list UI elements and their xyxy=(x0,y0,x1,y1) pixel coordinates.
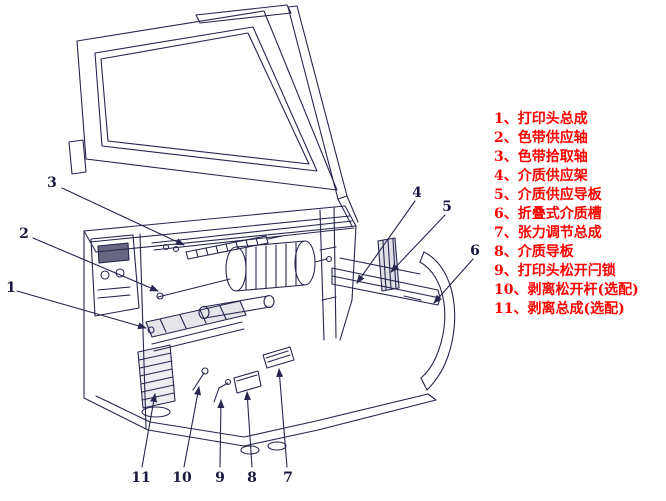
legend-item-5: 5、介质供应导板 xyxy=(494,187,602,203)
callout-8: 8 xyxy=(247,470,257,486)
ribbon-roll xyxy=(225,240,333,292)
callout-7: 7 xyxy=(283,470,293,486)
legend-item-11: 11、剥离总成(选配) xyxy=(494,301,625,317)
callout-5: 5 xyxy=(442,199,452,215)
callout-10: 10 xyxy=(172,470,192,486)
printer-lid xyxy=(68,4,359,227)
callout-1: 1 xyxy=(6,280,16,296)
printer-body xyxy=(83,207,437,455)
legend-item-3: 3、色带拾取轴 xyxy=(494,149,588,165)
peel-release-lever xyxy=(192,367,209,391)
callout-11: 11 xyxy=(131,470,150,486)
callout-3: 3 xyxy=(47,175,57,191)
media-guide-plate xyxy=(233,370,262,394)
callout-numbers: 1 2 3 4 5 6 7 8 9 10 11 xyxy=(6,175,480,486)
legend-item-8: 8、介质导板 xyxy=(494,244,574,260)
parts-legend: 1、打印头总成 2、色带供应轴 3、色带拾取轴 4、介质供应架 5、介质供应导板… xyxy=(494,110,664,319)
leader-lines xyxy=(16,187,474,468)
printhead-release-latch xyxy=(213,378,232,403)
legend-item-1: 1、打印头总成 xyxy=(494,111,588,127)
ribbon-supply-spindle xyxy=(156,278,231,300)
callout-2: 2 xyxy=(19,226,29,242)
callout-6: 6 xyxy=(470,243,480,259)
control-panel xyxy=(90,234,140,317)
callout-9: 9 xyxy=(215,470,225,486)
fold-out-media-slot xyxy=(403,251,456,391)
legend-item-7: 7、张力调节总成 xyxy=(494,225,602,241)
tension-assembly xyxy=(262,346,295,369)
callout-4: 4 xyxy=(412,185,422,201)
ribbon-takeup-spindle xyxy=(185,235,283,260)
legend-item-10: 10、剥离松开杆(选配) xyxy=(494,282,639,298)
legend-item-2: 2、色带供应轴 xyxy=(494,130,588,146)
legend-item-9: 9、打印头松开闩锁 xyxy=(494,263,616,279)
media-supply-guide xyxy=(377,237,400,292)
legend-item-6: 6、折叠式介质槽 xyxy=(494,206,602,222)
legend-item-4: 4、介质供应架 xyxy=(494,168,588,184)
printhead-assembly xyxy=(145,300,247,352)
peel-assembly xyxy=(137,344,176,418)
